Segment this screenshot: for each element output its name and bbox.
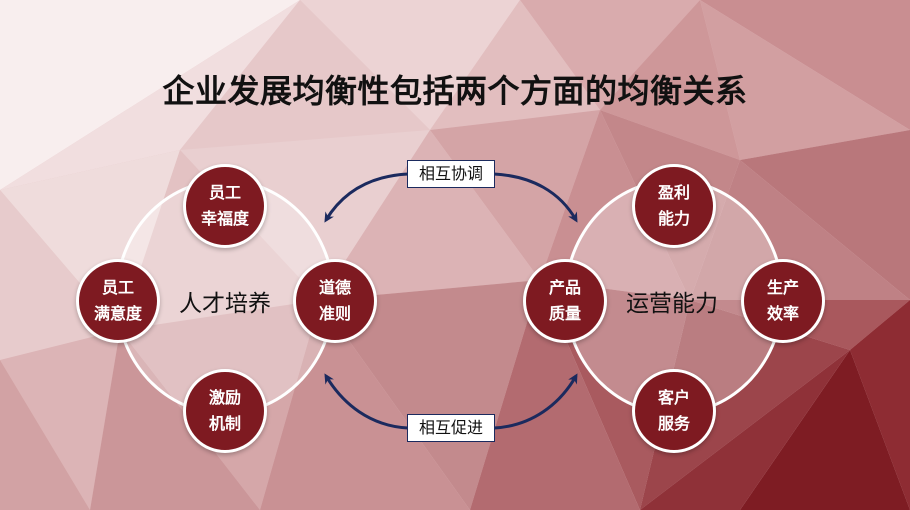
bottom-arrow xyxy=(324,373,409,430)
node-line: 员工 xyxy=(208,183,241,202)
connector-label-bottom: 相互促进 xyxy=(407,414,495,442)
top-arrow xyxy=(324,172,409,223)
right-cycle-center-label: 运营能力 xyxy=(626,291,718,317)
node-line: 盈利 xyxy=(657,183,690,202)
node-line: 道德 xyxy=(318,278,351,297)
node-production-efficiency: 生产 效率 xyxy=(741,259,825,343)
node-line: 满意度 xyxy=(93,304,142,323)
node-moral-code: 道德 准则 xyxy=(293,259,377,343)
node-employee-satisfaction: 员工 满意度 xyxy=(76,259,160,343)
node-line: 激励 xyxy=(208,388,241,407)
top-arrow xyxy=(493,172,578,223)
node-line: 员工 xyxy=(101,278,134,297)
node-line: 产品 xyxy=(548,278,581,297)
node-employee-happiness: 员工 幸福度 xyxy=(183,164,267,248)
node-product-quality: 产品 质量 xyxy=(523,259,607,343)
node-line: 客户 xyxy=(657,388,690,407)
node-profitability: 盈利 能力 xyxy=(632,164,716,248)
node-line: 服务 xyxy=(657,414,690,433)
node-line: 效率 xyxy=(766,304,799,323)
node-line: 机制 xyxy=(208,414,241,433)
node-line: 生产 xyxy=(766,278,799,297)
left-cycle-center-label: 人才培养 xyxy=(179,291,271,317)
connector-label-top: 相互协调 xyxy=(407,160,495,188)
bottom-arrow xyxy=(493,373,578,430)
node-line: 能力 xyxy=(657,209,690,228)
node-customer-service: 客户 服务 xyxy=(632,369,716,453)
node-line: 质量 xyxy=(548,304,581,323)
node-line: 幸福度 xyxy=(200,209,249,228)
page-title: 企业发展均衡性包括两个方面的均衡关系 xyxy=(162,72,748,110)
node-line: 准则 xyxy=(318,304,351,323)
node-incentive-mechanism: 激励 机制 xyxy=(183,369,267,453)
